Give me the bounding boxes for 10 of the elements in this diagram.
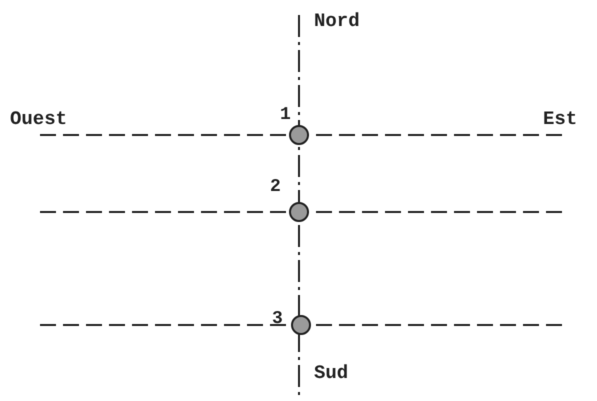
direction-label: Sud bbox=[314, 364, 348, 383]
point-marker bbox=[291, 315, 311, 335]
direction-label: Nord bbox=[314, 12, 360, 31]
direction-label: Ouest bbox=[10, 110, 68, 129]
point-number: 1 bbox=[280, 106, 291, 124]
point-number: 2 bbox=[270, 178, 281, 196]
point-marker bbox=[289, 202, 309, 222]
direction-label: Est bbox=[543, 110, 578, 129]
point-marker bbox=[289, 125, 309, 145]
point-number: 3 bbox=[272, 310, 283, 328]
